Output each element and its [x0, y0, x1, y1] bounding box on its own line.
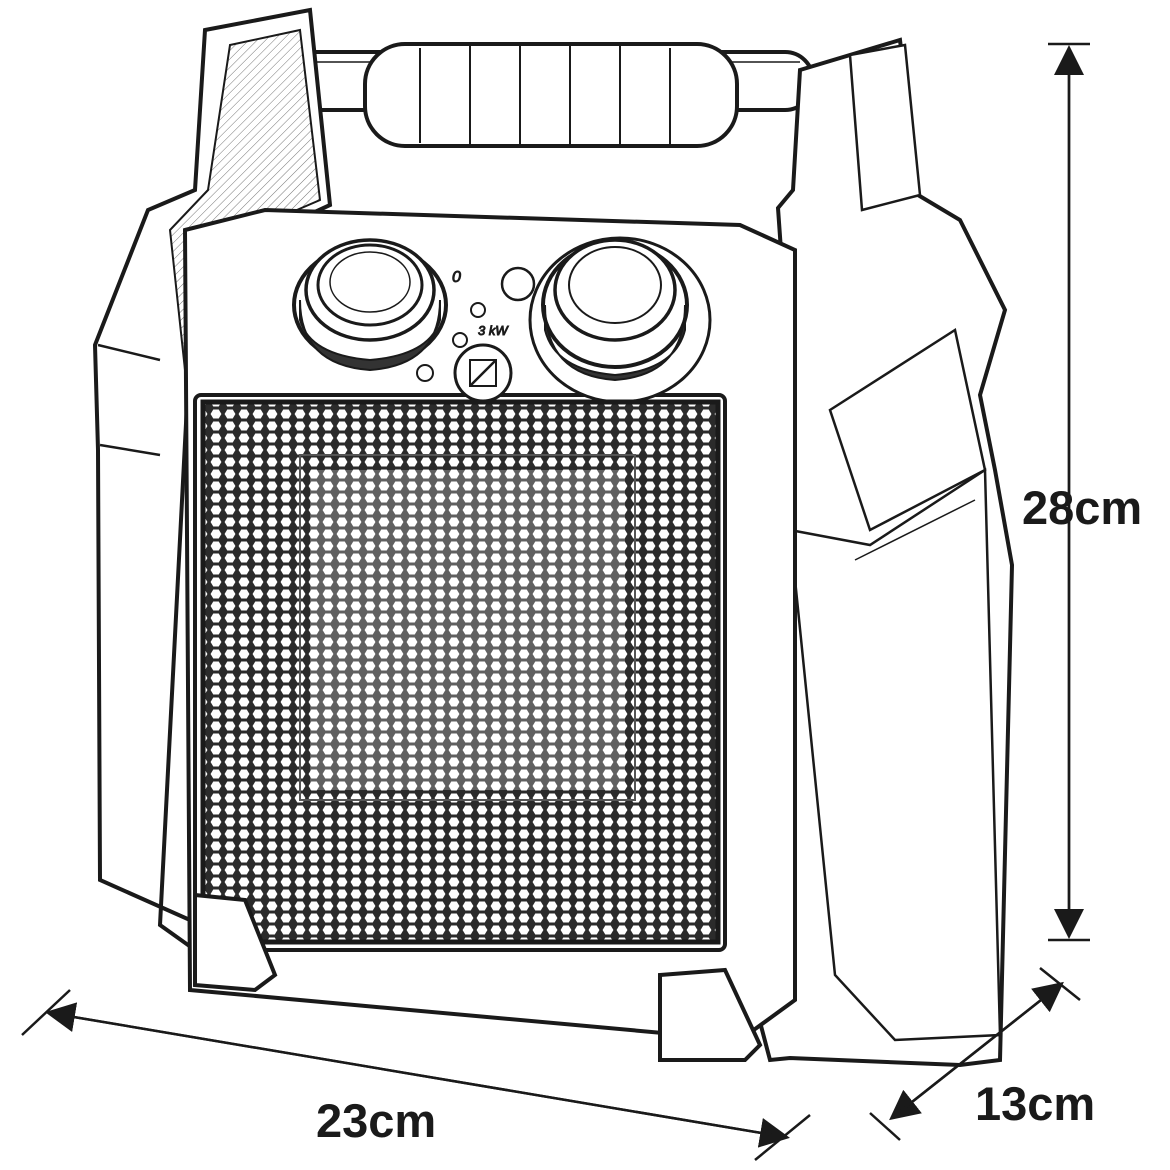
- off-marker-label: 0: [452, 269, 461, 286]
- heater-feet: [193, 892, 763, 1062]
- power-rating-label: 3 kW: [478, 323, 509, 338]
- control-panel: 0 3 kW: [292, 236, 712, 404]
- right-side-frame: [722, 37, 1015, 1068]
- width-dimension-line: [21, 989, 811, 1161]
- setting-mark-icon: [452, 332, 468, 348]
- indicator-lamp: [500, 266, 536, 302]
- depth-dimension-line: [869, 967, 1081, 1141]
- temperature-knob[interactable]: [292, 238, 448, 372]
- carry-handle: [256, 42, 815, 148]
- mode-knob[interactable]: [528, 236, 712, 404]
- setting-mark-icon: [416, 364, 434, 382]
- height-dimension-label: 28cm: [1022, 481, 1143, 534]
- setting-mark-icon: [470, 302, 486, 318]
- height-dimension-line: [1048, 42, 1090, 942]
- front-grille: [200, 399, 721, 945]
- width-dimension-label: 23cm: [316, 1094, 437, 1147]
- safety-symbol-icon: [453, 343, 513, 403]
- depth-dimension-label: 13cm: [975, 1077, 1096, 1130]
- left-foot: [193, 892, 278, 993]
- right-foot: [658, 967, 763, 1062]
